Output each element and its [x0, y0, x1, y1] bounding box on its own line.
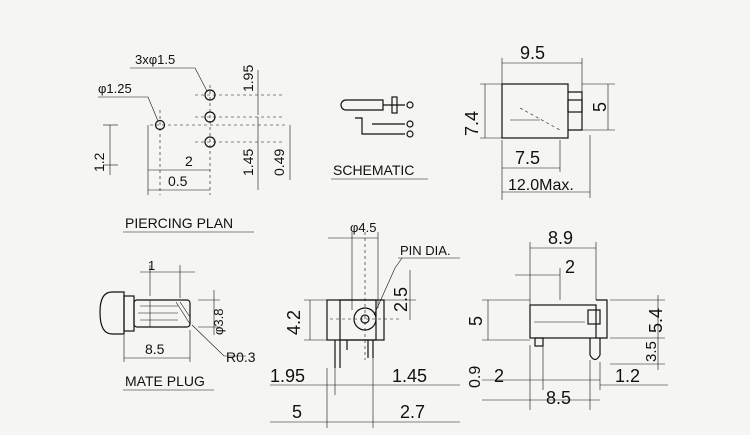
dim-hole3: 3xφ1.5 — [135, 52, 175, 67]
dim-5: 5 — [590, 102, 610, 112]
dim-sv-3-5: 3.5 — [643, 341, 660, 362]
dim-mp-r03: R0.3 — [226, 349, 256, 365]
schematic-title: SCHEMATIC — [333, 162, 414, 178]
dim-1-95: 1.95 — [240, 65, 256, 92]
dim-mp-8-5: 8.5 — [145, 341, 165, 357]
dim-sv-2: 2 — [565, 257, 575, 277]
top-view: 9.5 7.4 5 7.5 12.0Max. — [462, 43, 615, 200]
dim-1-45: 1.45 — [240, 149, 256, 176]
side-view: 8.9 2 5 5.4 3.5 0.9 2 8.5 1.2 — [466, 228, 668, 410]
dim-0-49: 0.49 — [271, 149, 287, 176]
dim-sv-8-5: 8.5 — [546, 388, 571, 408]
front-view: φ4.5 PIN DIA. 2.5 4.2 1.95 1.45 5 2.7 — [270, 220, 460, 428]
dim-7-5: 7.5 — [515, 148, 540, 168]
dim-2: 2 — [185, 153, 193, 169]
schematic-view: SCHEMATIC — [331, 96, 428, 180]
piercing-plan-title: PIERCING PLAN — [125, 215, 233, 231]
dim-sv-0-9: 0.9 — [467, 366, 484, 388]
dim-fv-4-2: 4.2 — [284, 310, 304, 335]
dim-fv-2-5: 2.5 — [391, 287, 411, 312]
dim-fv-5: 5 — [292, 402, 302, 422]
piercing-plan-view: 3xφ1.5 φ1.25 1.95 1.2 2 0.5 1.45 0.49 PI… — [91, 52, 291, 233]
pin-dia-label: PIN DIA. — [400, 243, 451, 258]
dim-mp-1: 1 — [148, 258, 155, 273]
mate-plug-title: MATE PLUG — [125, 373, 205, 389]
dim-sv-2b: 2 — [494, 366, 504, 386]
dim-7-4: 7.4 — [462, 111, 482, 136]
dim-12-max: 12.0Max. — [508, 177, 574, 194]
dim-sv-8-9: 8.9 — [548, 228, 573, 248]
dim-fv-d45: φ4.5 — [350, 220, 377, 235]
dim-sv-5: 5 — [466, 316, 486, 326]
dim-hole1: φ1.25 — [98, 81, 132, 96]
dim-9-5: 9.5 — [520, 43, 545, 63]
dim-fv-1-95: 1.95 — [270, 366, 305, 386]
dim-fv-1-45: 1.45 — [392, 366, 427, 386]
dim-1-2: 1.2 — [91, 152, 107, 172]
dim-mp-d38: φ3.8 — [211, 308, 226, 335]
dim-sv-1-2: 1.2 — [615, 366, 640, 386]
dim-fv-2-7: 2.7 — [400, 402, 425, 422]
mate-plug-view: 1 φ3.8 8.5 R0.3 MATE PLUG — [99, 258, 256, 391]
dim-sv-5-4: 5.4 — [646, 308, 666, 333]
dim-0-5: 0.5 — [168, 173, 188, 189]
